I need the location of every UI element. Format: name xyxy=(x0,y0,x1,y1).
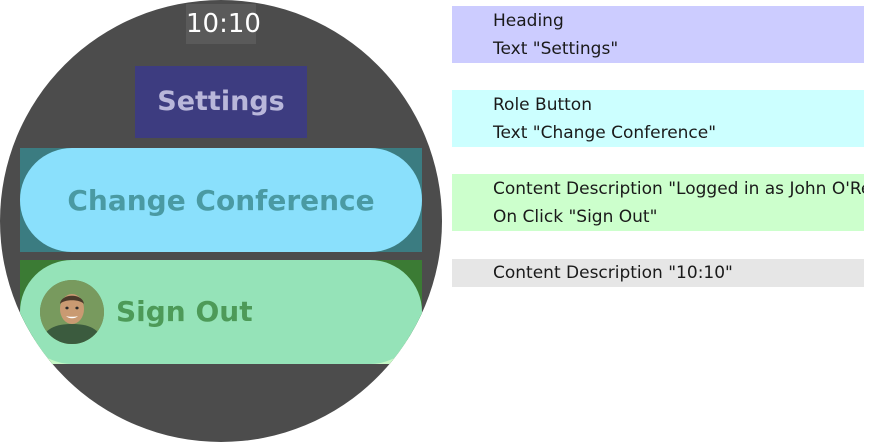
annotation-line: Text "Settings" xyxy=(493,39,619,59)
watch-screen: 10:10 Settings Change Conference Sign xyxy=(0,0,442,442)
sign-out-button[interactable]: Sign Out xyxy=(20,260,422,364)
avatar-photo-icon xyxy=(40,280,104,344)
change-conference-label: Change Conference xyxy=(67,183,375,217)
time-text: 10:10 xyxy=(186,9,261,39)
annotation-line: Heading xyxy=(493,11,564,31)
annotation-line: Role Button xyxy=(493,95,592,115)
annotation-heading: Heading Text "Settings" xyxy=(452,6,864,63)
annotation-line: Content Description "Logged in as John O… xyxy=(493,179,864,199)
annotation-change-conference: Role Button Text "Change Conference" xyxy=(452,90,864,147)
annotation-time: Content Description "10:10" xyxy=(452,259,864,287)
annotation-line: On Click "Sign Out" xyxy=(493,207,658,227)
annotation-sign-out: Content Description "Logged in as John O… xyxy=(452,174,864,231)
heading-highlight xyxy=(135,66,307,138)
annotation-line: Content Description "10:10" xyxy=(493,263,733,283)
sign-out-label: Sign Out xyxy=(116,295,253,328)
annotation-line: Text "Change Conference" xyxy=(493,123,717,143)
change-conference-button[interactable]: Change Conference xyxy=(20,148,422,252)
avatar xyxy=(40,280,104,344)
time-highlight xyxy=(186,4,256,44)
page-title: Settings xyxy=(157,86,285,117)
